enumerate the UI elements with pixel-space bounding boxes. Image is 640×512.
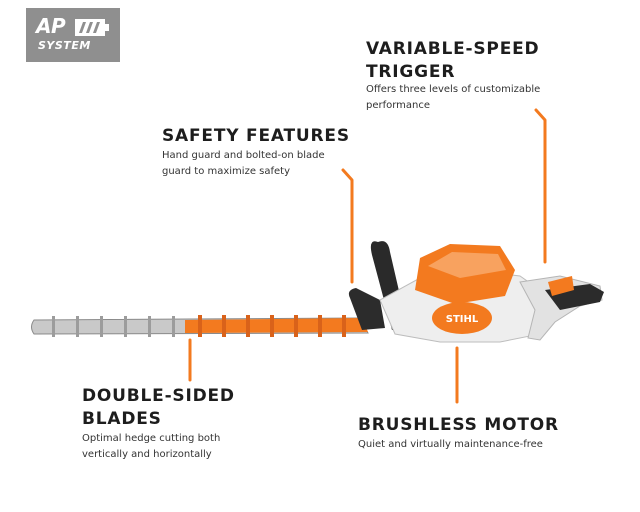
safety-features-title: SAFETY FEATURES xyxy=(162,126,350,146)
blade-orange xyxy=(185,318,368,333)
trigger-callout-line xyxy=(534,108,547,264)
blade-teeth-orange xyxy=(198,315,346,337)
safety-features-desc: Hand guard and bolted-on blade guard to … xyxy=(162,148,325,180)
trigger xyxy=(548,276,574,296)
desc-line: vertically and horizontally xyxy=(82,449,212,460)
blade-teeth xyxy=(52,316,175,337)
title-line: VARIABLE-SPEED xyxy=(366,39,540,59)
ap-system-logo: AP SYSTEM xyxy=(26,8,120,62)
variable-speed-trigger-title: VARIABLE-SPEED TRIGGER xyxy=(366,38,539,84)
double-sided-blades-title: DOUBLE-SIDED BLADES xyxy=(82,385,235,431)
logo-brand-text: AP xyxy=(36,14,66,38)
logo-subtitle: SYSTEM xyxy=(38,39,91,52)
desc-line: Optimal hedge cutting both xyxy=(82,433,221,444)
title-line: DOUBLE-SIDED xyxy=(82,386,235,406)
desc-line: guard to maximize safety xyxy=(162,166,291,177)
title-line: BLADES xyxy=(82,409,162,429)
safety-callout-line xyxy=(341,168,354,284)
stihl-badge-bg xyxy=(432,302,492,334)
double-sided-blades-desc: Optimal hedge cutting both vertically an… xyxy=(82,431,220,463)
desc-line: Hand guard and bolted-on blade xyxy=(162,150,325,161)
brushless-motor-desc: Quiet and virtually maintenance-free xyxy=(358,439,543,450)
hand-guard xyxy=(348,288,385,330)
variable-speed-trigger-desc: Offers three levels of customizable perf… xyxy=(366,82,540,114)
desc-line: Offers three levels of customizable xyxy=(366,84,541,95)
title-line: TRIGGER xyxy=(366,62,456,82)
desc-line: performance xyxy=(366,100,431,111)
battery-highlight xyxy=(428,252,506,278)
battery-icon xyxy=(75,19,109,36)
brushless-motor-title: BRUSHLESS MOTOR xyxy=(358,415,559,435)
stihl-badge-text: STIHL xyxy=(446,314,479,325)
